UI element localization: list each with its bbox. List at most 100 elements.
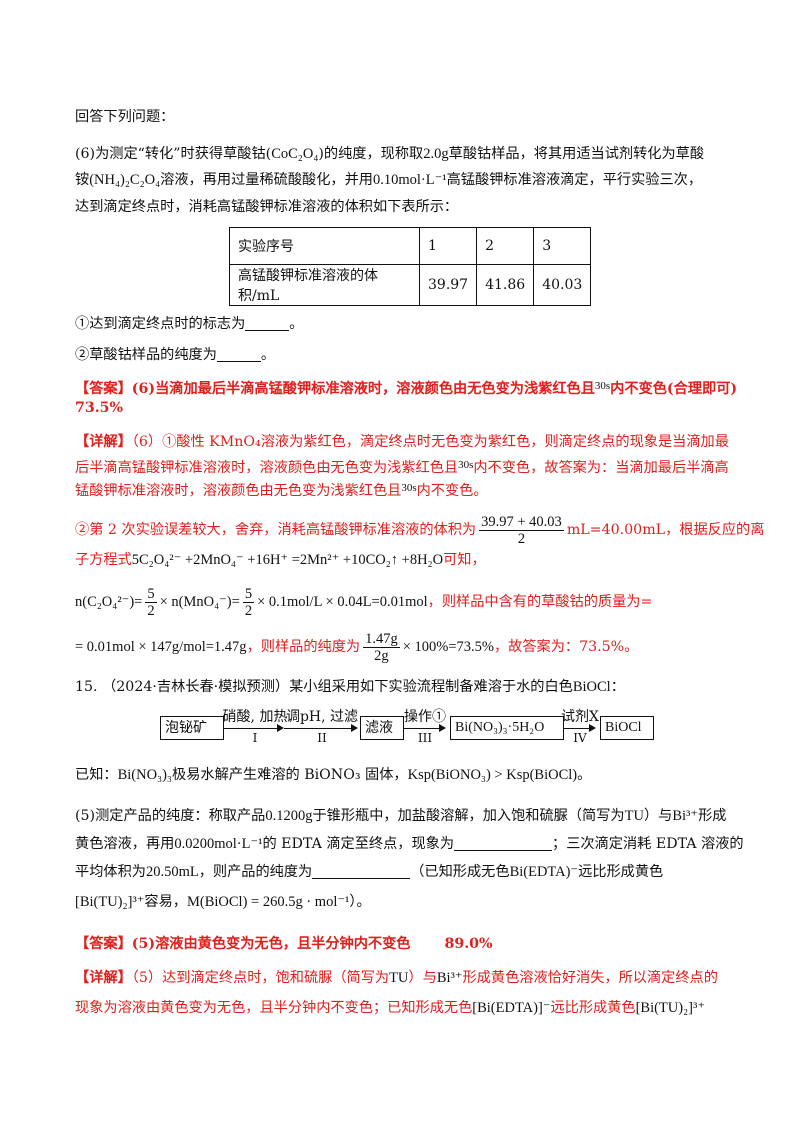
molar-mass: M(BiOCl) = 260.5g · mol⁻¹ (186, 894, 350, 910)
fraction-numerator: 5 (145, 585, 157, 603)
intro-text: 回答下列问题： (75, 109, 175, 125)
detail-text: ②第 2 次实验误差较大，舍弃，消耗高锰酸钾标准溶液的体积为 (75, 522, 477, 538)
q15-text: 远比形成黄色 (578, 864, 664, 880)
q15-part5-line-3: 平均体积为20.50mL，则产品的纯度为（已知形成无色Bi(EDTA)⁻远比形成… (75, 862, 663, 882)
detail-6-line-3: 锰酸钾标准溶液时，溶液颜色由无色变为浅紫红色且30s内不变色。 (75, 478, 488, 501)
q15-text: 于锥形瓶中，加盐酸溶解，加入饱和硫脲（简写为 (312, 808, 625, 824)
table-header-cell: 实验序号 (229, 227, 420, 265)
flow-step-number: IV (573, 731, 587, 745)
fraction-denominator: 2 (517, 530, 526, 547)
flow-step-label: 操作① (404, 709, 446, 725)
known-condition: 已知：Bi(NO₃)₃极易水解产生难溶的 BiONO₃ 固体，Ksp(BiONO… (75, 765, 591, 785)
detail-5-line-2: 现象为溶液由黄色变为无色，且半分钟内不变色；已知形成无色[Bi(EDTA)]⁻远… (75, 998, 705, 1018)
equation-part: × 0.1mol/L × 0.04L=0.01mol (257, 594, 428, 610)
q6-sub-text: 。 (289, 316, 304, 332)
edta-concentration: 0.0200mol·L⁻¹ (174, 836, 263, 852)
titration-table: 实验序号 1 2 3 高锰酸钾标准溶液的体积/mL 39.97 41.86 40… (229, 227, 592, 306)
q15-text: 平均体积为 (75, 864, 146, 880)
q6-sub-text: 。 (260, 347, 276, 363)
formula-bi-tu: [Bi(TU)₂]³⁺ (635, 1000, 705, 1016)
equation-part: × n(MnO₄⁻)= (159, 594, 240, 610)
fraction-denominator: 2g (374, 647, 389, 664)
detail-6-line-1: 【详解】（6）①酸性 KMnO₄溶液为紫红色，滴定终点时无色变为紫红色，则滴定终… (75, 432, 729, 452)
table-row: 高锰酸钾标准溶液的体积/mL 39.97 41.86 40.03 (229, 264, 592, 306)
q6-text: (6)为测定“转化”时获得草酸钴( (75, 146, 272, 162)
q6-sub-text: ②草酸钴样品的纯度为 (75, 347, 217, 363)
detail-text: 后半滴高锰酸钾标准溶液时，溶液颜色由无色变为浅紫红色且 (75, 460, 459, 476)
fraction-denominator: 2 (147, 602, 155, 619)
q6-sub-2: ②草酸钴样品的纯度为 。 (75, 345, 275, 365)
q6-text: 溶液，再用过量稀硫酸酸化，并用 (160, 172, 373, 188)
flow-step-number: III (417, 731, 433, 745)
tu-abbrev: TU (624, 808, 644, 824)
detail-text: 内不变色。 (416, 483, 488, 499)
q15-text: 黄色溶液，再用 (75, 836, 175, 852)
detail-text: 形成黄色溶液恰好消失，所以滴定终点的 (462, 970, 718, 986)
table-cell: 41.86 (476, 264, 535, 306)
answer-tag: 【答案】 (75, 936, 132, 952)
q15-heading: 15. （2024·吉林长春·模拟预测）某小组采用如下实验流程制备难溶于水的白色… (75, 677, 625, 697)
flow-step-number: I (252, 731, 258, 745)
flow-box-biocl: BiOCl (600, 716, 654, 740)
detail-text: ，故答案为：73.5%。 (493, 639, 639, 655)
equation-part: = 0.01mol × 147g/mol=1.47g (75, 639, 247, 655)
q6-text: 草酸钴样品，将其用适当试剂转化为草酸 (448, 146, 705, 162)
titrant-concentration: 0.10mol·L⁻¹ (373, 172, 447, 188)
bismuth-ion: Bi³⁺ (672, 808, 699, 824)
q15-text: ，则产品的纯度为 (198, 864, 313, 880)
answer-text: (6)当滴加最后半滴高锰酸钾标准溶液时，溶液颜色由无色变为浅紫红色且 (131, 381, 595, 397)
detail-tag: 【详解】 (75, 434, 132, 450)
sample-mass: 2.0g (423, 146, 449, 162)
q6-line-2: 铵(NH₄)₂C₂O₄溶液，再用过量稀硫酸酸化，并用0.10mol·L⁻¹高锰酸… (75, 170, 702, 190)
flow-step-number: II (317, 731, 327, 745)
q6-sub-1: ①达到滴定终点时的标志为 。 (75, 314, 303, 334)
answer-blank (216, 347, 261, 362)
ionic-equation: 5C₂O₄²⁻ +2MnO₄⁻ +16H⁺ =2Mn²⁺ +10CO₂↑ +8H… (131, 552, 444, 568)
table-cell: 40.03 (533, 264, 592, 306)
time-value: 30s (401, 482, 417, 494)
product-mass: 0.1200g (265, 808, 313, 824)
q15-text: 的 EDTA 滴定至终点，现象为 (262, 836, 455, 852)
answer-blank (454, 836, 553, 851)
detail-5-line-1: 【详解】（5）达到滴定终点时，饱和硫脲（简写为TU）与Bi³⁺形成黄色溶液恰好消… (75, 968, 718, 988)
q6-text: )的纯度，现称取 (318, 146, 424, 162)
table-header-cell: 2 (476, 227, 535, 265)
flow-box-bismuth-nitrate: Bi(NO₃)₃·5H₂O (450, 716, 564, 740)
fraction-numerator: 1.47g (363, 630, 400, 648)
formula-bi-edta: [Bi(EDTA)]⁻ (472, 1000, 551, 1016)
flow-arrow (284, 724, 358, 732)
answer-6-value: 73.5% (75, 400, 124, 416)
flow-arrow (404, 724, 446, 732)
bismuth-ion: Bi³⁺ (436, 970, 463, 986)
answer-text: (5)溶液由黄色变为无色，且半分钟内不变色 (131, 936, 411, 952)
equation-part: × 100%=73.5% (402, 639, 494, 655)
time-value: 30s (594, 380, 611, 392)
table-cell: 39.97 (418, 264, 478, 306)
answer-blank (312, 864, 411, 879)
answer-blank (245, 316, 290, 331)
ksp-relation: Ksp(BiONO₃) > Ksp(BiOCl) (407, 767, 578, 783)
q6-line-1: (6)为测定“转化”时获得草酸钴(CoC₂O₄)的纯度，现称取2.0g草酸钴样品… (75, 144, 704, 164)
process-flow-diagram: 泡铋矿 硝酸, 加热 I 调pH, 过滤 II 滤液 操作① III Bi(NO… (160, 709, 660, 745)
table-row-label: 高锰酸钾标准溶液的体积/mL (229, 264, 420, 306)
detail-text: 现象为溶液由黄色变为无色，且半分钟内不变色；已知形成无色 (75, 1000, 473, 1016)
time-value: 30s (458, 459, 474, 471)
q6-sub-text: ①达到滴定终点时的标志为 (75, 316, 246, 332)
formula-bi-edta: Bi(EDTA)⁻ (509, 864, 579, 880)
flow-arrow (564, 724, 596, 732)
q15-text: 形成 (698, 808, 727, 824)
q15-text: 。 (577, 767, 592, 783)
q15-part5-line-1: (5)测定产品的纯度：称取产品0.1200g于锥形瓶中，加盐酸溶解，加入饱和硫脲… (75, 806, 726, 826)
q15-part5-line-4: [Bi(TU)₂]³⁺容易，M(BiOCl) = 260.5g · mol⁻¹）… (75, 892, 371, 912)
q15-text: ）与 (643, 808, 673, 824)
detail-text: mL=40.00mL，根据反应的离 (566, 522, 765, 538)
flow-arrow (224, 724, 284, 732)
detail-text: 内不变色，故答案为：当滴加最后半滴高 (473, 460, 729, 476)
q15-part5-line-2: 黄色溶液，再用0.0200mol·L⁻¹的 EDTA 滴定至终点，现象为；三次滴… (75, 834, 744, 854)
q6-text: 高锰酸钾标准溶液滴定，平行实验三次， (446, 172, 703, 188)
